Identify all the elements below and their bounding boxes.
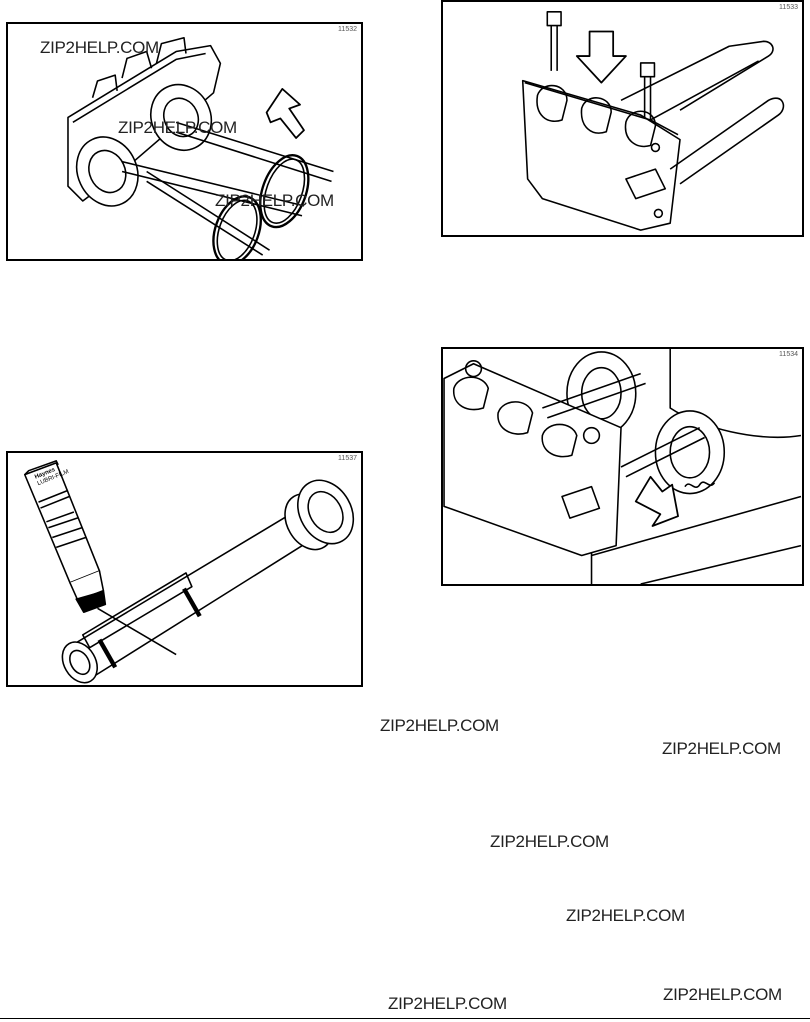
figure-number: 11533 (779, 4, 798, 11)
watermark: ZIP2HELP.COM (566, 906, 685, 925)
manifold-orings-illustration (67, 36, 334, 259)
figure-number: 11537 (338, 455, 357, 462)
figure-number: 11532 (338, 26, 357, 33)
pipe-insertion-illustration (443, 349, 802, 584)
watermark: ZIP2HELP.COM (118, 118, 237, 137)
manifold-bolts-illustration (521, 11, 785, 231)
watermark: ZIP2HELP.COM (388, 994, 507, 1013)
pipe-lubricant-illustration (23, 460, 355, 684)
figure-pipe-lubricant: 11537 Haynes LUBRI-FILM (6, 451, 363, 687)
watermark: ZIP2HELP.COM (215, 191, 334, 210)
figure-manifold-orings: 11532 (6, 22, 363, 261)
watermark: ZIP2HELP.COM (663, 985, 782, 1004)
watermark: ZIP2HELP.COM (662, 739, 781, 758)
figure-pipe-insertion: 11534 (441, 347, 804, 586)
watermark: ZIP2HELP.COM (380, 716, 499, 735)
figure-manifold-bolts: 11533 (441, 0, 804, 237)
figure-number: 11534 (779, 351, 798, 358)
watermark: ZIP2HELP.COM (40, 38, 159, 57)
footer-rule (0, 1018, 810, 1019)
watermark: ZIP2HELP.COM (490, 832, 609, 851)
